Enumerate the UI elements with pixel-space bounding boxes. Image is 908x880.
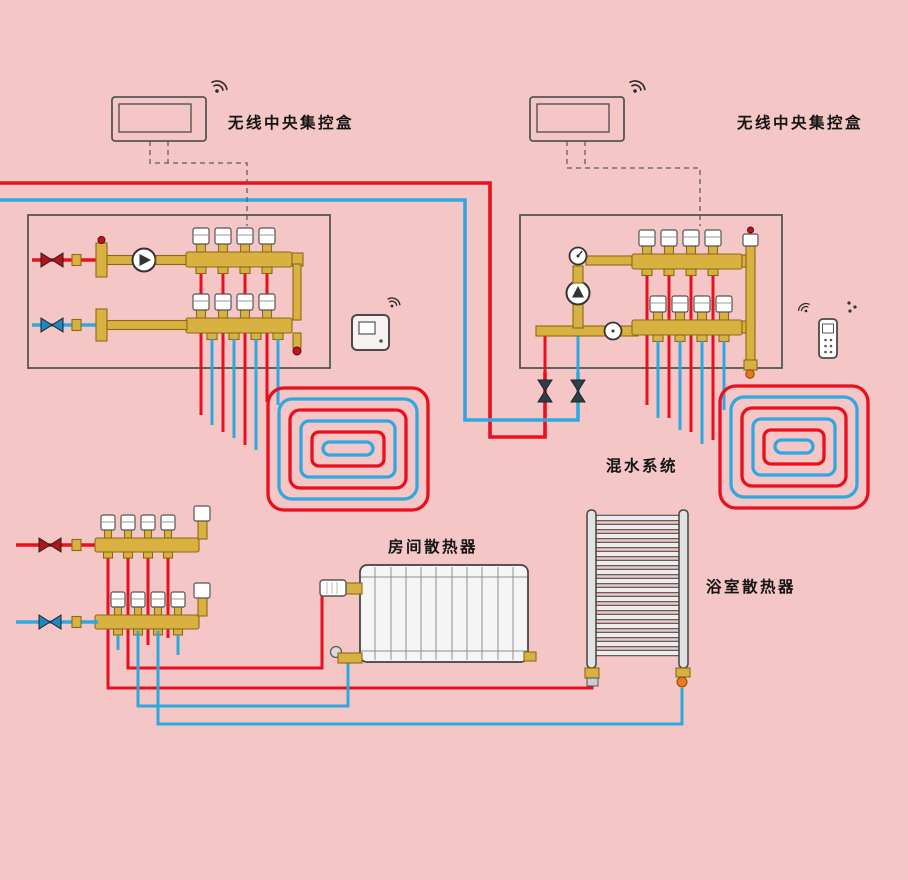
room-radiator-label: 房间散热器 bbox=[388, 537, 478, 556]
control-box-label-right: 无线中央集控盒 bbox=[736, 113, 863, 132]
return-valve-icon bbox=[38, 614, 62, 630]
mixing-inlet-valves bbox=[537, 379, 586, 403]
towel-rail-right bbox=[678, 509, 689, 669]
lower-distribution-manifold bbox=[16, 505, 684, 726]
cabinet-frame bbox=[519, 214, 783, 369]
control-wiring-dashed bbox=[566, 141, 701, 226]
floor-loop-supply-pipes bbox=[199, 270, 269, 445]
control-wiring-dashed bbox=[149, 141, 248, 226]
wireless-control-box-left bbox=[111, 77, 248, 226]
radiator-plug bbox=[523, 651, 537, 662]
radiator-return-pipes bbox=[116, 631, 684, 726]
manifold-actuator-caps bbox=[192, 227, 276, 253]
manifold-flow-meters bbox=[192, 293, 276, 319]
room-thermostat bbox=[351, 295, 403, 351]
floor-loop-return-pipes bbox=[656, 341, 726, 444]
air-vent-cap bbox=[97, 236, 106, 244]
drain-valve-knob bbox=[292, 346, 302, 356]
shutoff-valve-icon bbox=[537, 379, 553, 403]
thermostat-screen bbox=[358, 321, 376, 335]
wifi-icon bbox=[625, 77, 648, 98]
shutoff-valve-icon bbox=[570, 379, 586, 403]
wifi-icon bbox=[207, 77, 230, 98]
signal-dots-icon bbox=[847, 301, 857, 313]
circulation-pump-icon bbox=[131, 247, 157, 273]
mixing-pump-icon bbox=[565, 280, 591, 306]
pressure-gauge-icon bbox=[568, 246, 588, 266]
supply-valve-icon bbox=[40, 252, 64, 268]
boiler-supply-return-mains bbox=[0, 181, 580, 439]
supply-manifold-bar bbox=[94, 537, 200, 553]
main-hot-pipe bbox=[0, 181, 547, 439]
thermostatic-valve-head bbox=[319, 579, 347, 597]
remote-buttons bbox=[824, 338, 833, 354]
drain-valve-knob bbox=[745, 369, 755, 379]
floor-loop-return-pipes bbox=[210, 339, 280, 450]
auto-air-vent bbox=[193, 582, 211, 599]
control-box-frame bbox=[529, 96, 625, 142]
wifi-icon bbox=[384, 295, 403, 311]
return-valve-icon bbox=[40, 317, 64, 333]
auto-air-vent bbox=[193, 505, 211, 522]
control-box-frame bbox=[111, 96, 207, 142]
wireless-control-box-right bbox=[529, 77, 701, 226]
return-manifold-bar bbox=[185, 317, 293, 334]
radiator-body bbox=[359, 564, 529, 663]
floor-heating-coil-right bbox=[718, 384, 870, 510]
room-radiator bbox=[319, 564, 537, 664]
bathroom-radiator-label: 浴室散热器 bbox=[706, 577, 796, 596]
floor-heating-coil-left bbox=[266, 386, 430, 512]
mixing-system-label: 混水系统 bbox=[606, 456, 678, 475]
manifold-actuator-caps bbox=[638, 229, 722, 255]
auto-air-vent bbox=[742, 233, 759, 247]
radiator-sections bbox=[361, 567, 527, 660]
thermostat-button bbox=[379, 339, 383, 343]
control-box-label-left: 无线中央集控盒 bbox=[227, 113, 354, 132]
floor-loop-supply-pipes bbox=[645, 273, 715, 440]
supply-manifold-bar bbox=[631, 253, 743, 270]
manifold-cabinet-left bbox=[27, 214, 331, 450]
return-manifold-bar bbox=[631, 319, 743, 336]
manifold-cabinet-right bbox=[519, 214, 783, 444]
main-cold-pipe bbox=[0, 198, 580, 422]
wifi-icon bbox=[796, 300, 813, 316]
supply-valve-icon bbox=[38, 537, 62, 553]
towel-rail-left bbox=[586, 509, 597, 669]
valve-body bbox=[586, 677, 599, 687]
remote-screen bbox=[822, 323, 834, 334]
towel-rungs-outline bbox=[596, 514, 679, 657]
supply-manifold-bar bbox=[185, 251, 293, 268]
thermostatic-knob-orange bbox=[676, 676, 688, 688]
manifold-actuator-caps bbox=[100, 514, 176, 539]
return-manifold-bar bbox=[94, 614, 200, 630]
control-box-screen bbox=[118, 103, 192, 133]
towel-rungs bbox=[596, 515, 679, 656]
radiator-supply-pipes bbox=[106, 554, 594, 690]
cabinet-frame bbox=[27, 214, 331, 369]
control-box-screen bbox=[536, 103, 610, 133]
wireless-remote bbox=[796, 300, 857, 359]
towel-radiator bbox=[584, 509, 691, 688]
